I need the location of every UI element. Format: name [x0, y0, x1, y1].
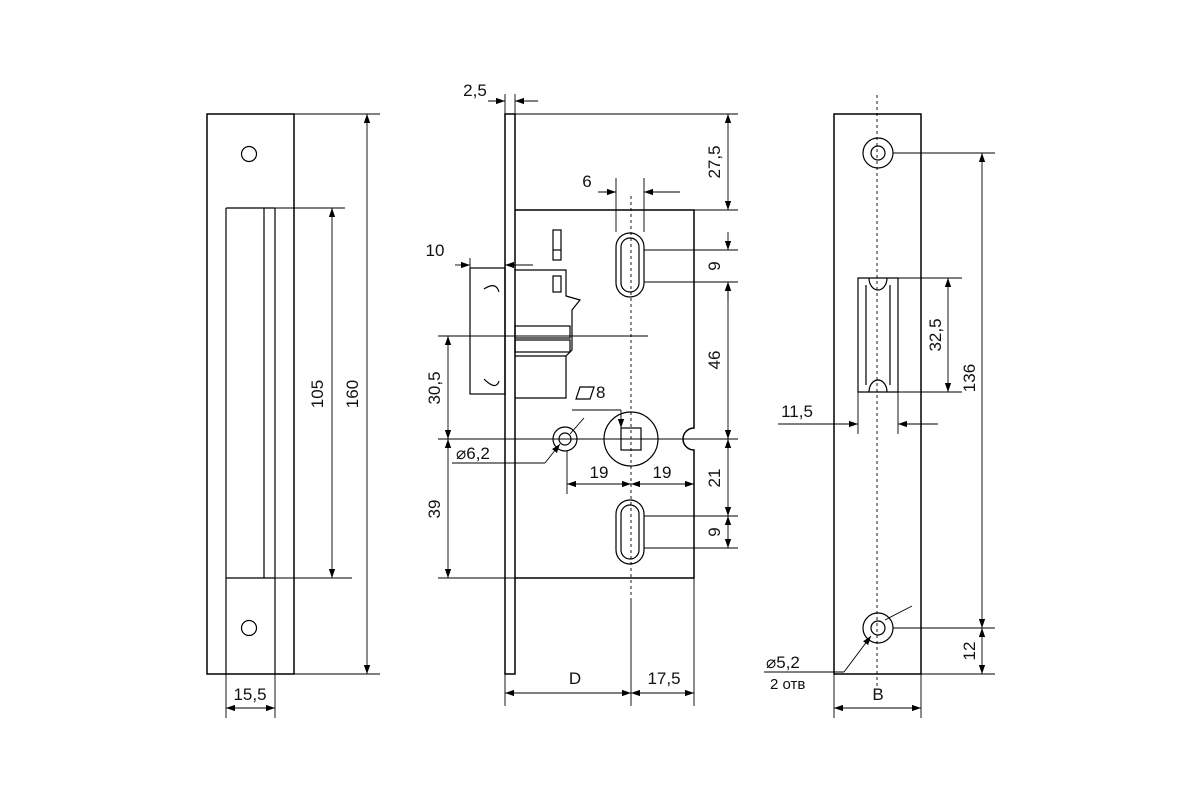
strike-plate-outline	[206, 113, 295, 675]
square-symbol-icon	[575, 386, 595, 400]
top-offset-label: 27,5	[705, 145, 724, 178]
spindle-back-label: 17,5	[647, 669, 680, 688]
lock-body-view: 2,5 27,5 6 9 10 46 30,5 8 ⌀6,2	[425, 81, 738, 706]
latch-bolt	[469, 267, 506, 395]
strike-width-label: 15,5	[233, 685, 266, 704]
faceplate-hole-label: ⌀5,2	[766, 653, 800, 672]
strike-plate-view: 160 105 15,5	[206, 113, 380, 718]
faceplate-lower-hole-outer	[862, 612, 894, 644]
faceplate-width-label: B	[872, 685, 883, 704]
lower-slot-height-label: 9	[705, 527, 724, 536]
hole-spacing-label: 136	[960, 364, 979, 392]
latch-projection-label: 10	[426, 241, 445, 260]
upper-slot-height-label: 9	[705, 261, 724, 270]
spindle-slot-label: 21	[705, 469, 724, 488]
slot-width-label: 6	[582, 172, 591, 191]
slot-spindle-label: 46	[705, 351, 724, 370]
bolt-offset-label: 30,5	[425, 371, 444, 404]
mount-hole-label: ⌀6,2	[456, 444, 490, 463]
backset-label: D	[569, 669, 581, 688]
spindle-square-label: 8	[596, 383, 605, 402]
lock-faceplate-strip	[504, 113, 516, 675]
strike-upper-hole	[240, 145, 258, 163]
faceplate-latch-cutout	[857, 277, 899, 393]
faceplate-hole-count-label: 2 отв	[770, 676, 805, 693]
faceplate-view: 32,5 136 12 11,5 ⌀5,2 2 отв B	[764, 95, 995, 718]
lower-slot	[615, 499, 645, 565]
cutout-offset-label: 11,5	[781, 402, 813, 421]
strike-lower-hole	[240, 619, 258, 637]
cutout-height-label: 32,5	[926, 318, 945, 351]
strike-length-label: 160	[343, 380, 362, 408]
upper-slot	[615, 232, 645, 298]
spindle-left-label: 19	[590, 463, 609, 482]
spindle-right-label: 19	[653, 463, 672, 482]
strike-inner-label: 105	[308, 380, 327, 408]
tab-lower	[552, 275, 562, 293]
faceplate-bottom-label: 12	[960, 642, 979, 661]
faceplate-upper-hole-outer	[862, 137, 894, 169]
tab-upper	[552, 229, 562, 261]
bottom-offset-label: 39	[425, 500, 444, 519]
faceplate-outline	[833, 113, 922, 675]
faceplate-thickness-label: 2,5	[463, 81, 487, 100]
